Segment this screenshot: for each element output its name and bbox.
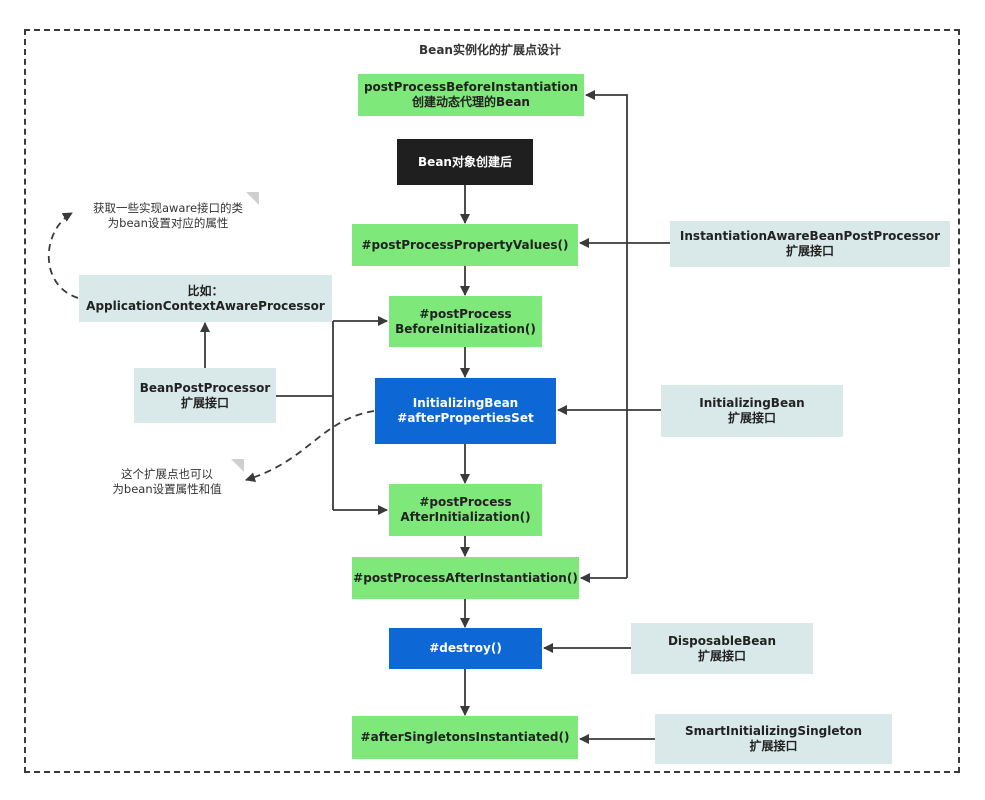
initializing-bean-line1: InitializingBean (412, 396, 519, 410)
bean-created-box: Bean对象创建后 (397, 139, 533, 185)
smart-initializing-interface-box: SmartInitializingSingleton 扩展接口 (655, 714, 892, 764)
example-processor-box: 比如： ApplicationContextAwareProcessor (79, 275, 332, 322)
before-initialization-line1: #postProcess (419, 306, 512, 321)
diagram-frame (24, 29, 960, 773)
before-instantiation-line2: 创建动态代理的Bean (412, 95, 530, 109)
instantiation-aware-interface-box: InstantiationAwareBeanPostProcessor 扩展接口 (670, 221, 950, 267)
destroy-label: #destroy() (429, 641, 502, 655)
initializing-bean-interface-box: InitializingBean 扩展接口 (661, 385, 843, 437)
after-instantiation-label: #postProcessAfterInstantiation() (353, 570, 578, 585)
dashed-arrow-extension-note (245, 410, 375, 483)
dashed-arrow-aware-note (47, 212, 79, 299)
before-initialization-box: #postProcess BeforeInitialization() (389, 296, 542, 347)
extension-note-line2: 为bean设置属性和值 (112, 482, 222, 496)
destroy-box: #destroy() (389, 628, 542, 669)
initializing-bean-interface-type: 扩展接口 (727, 411, 776, 425)
extension-note-line1: 这个扩展点也可以 (121, 467, 213, 481)
before-initialization-line2: BeforeInitialization() (395, 321, 536, 336)
extension-note: 这个扩展点也可以 为bean设置属性和值 (104, 467, 230, 497)
after-initialization-line2: AfterInitialization() (400, 510, 531, 524)
aware-note-line1: 获取一些实现aware接口的类 (92, 201, 244, 215)
disposable-bean-type: 扩展接口 (697, 648, 746, 663)
after-initialization-line1: #postProcess (419, 495, 512, 509)
diagram-title: Bean实例化的扩展点设计 (419, 43, 561, 57)
arrow-iabpp-to-before-instantiation (585, 90, 628, 578)
instantiation-aware-name: InstantiationAwareBeanPostProcessor (679, 229, 941, 243)
property-values-box: #postProcessPropertyValues() (352, 224, 578, 266)
bean-created-label: Bean对象创建后 (418, 154, 512, 169)
before-instantiation-line1: postProcessBeforeInstantiation (363, 80, 579, 94)
aware-note-line2: 为bean设置对应的属性 (107, 216, 229, 230)
smart-initializing-type: 扩展接口 (749, 739, 798, 753)
smart-initializing-name: SmartInitializingSingleton (684, 724, 863, 738)
initializing-bean-interface-name: InitializingBean (699, 396, 805, 410)
aware-note: 获取一些实现aware接口的类 为bean设置对应的属性 (84, 201, 252, 231)
instantiation-aware-type: 扩展接口 (785, 244, 834, 258)
disposable-bean-interface-box: DisposableBean 扩展接口 (631, 623, 813, 674)
bean-post-processor-type: 扩展接口 (180, 395, 229, 410)
before-instantiation-box: postProcessBeforeInstantiation 创建动态代理的Be… (358, 74, 584, 116)
bean-post-processor-interface-box: BeanPostProcessor 扩展接口 (134, 368, 276, 423)
after-singletons-label: #afterSingletonsInstantiated() (360, 730, 570, 744)
property-values-label: #postProcessPropertyValues() (361, 237, 569, 252)
after-initialization-box: #postProcess AfterInitialization() (389, 484, 542, 536)
after-instantiation-box: #postProcessAfterInstantiation() (352, 557, 579, 599)
extension-note-corner-icon (231, 459, 244, 472)
after-singletons-box: #afterSingletonsInstantiated() (352, 716, 578, 759)
example-prefix: 比如： (187, 283, 224, 298)
bean-post-processor-name: BeanPostProcessor (139, 380, 271, 395)
example-processor-name: ApplicationContextAwareProcessor (86, 298, 325, 313)
initializing-bean-box: InitializingBean #afterPropertiesSet (375, 378, 556, 444)
aware-note-corner-icon (246, 192, 259, 205)
disposable-bean-name: DisposableBean (667, 633, 777, 648)
initializing-bean-line2: #afterPropertiesSet (397, 411, 534, 425)
